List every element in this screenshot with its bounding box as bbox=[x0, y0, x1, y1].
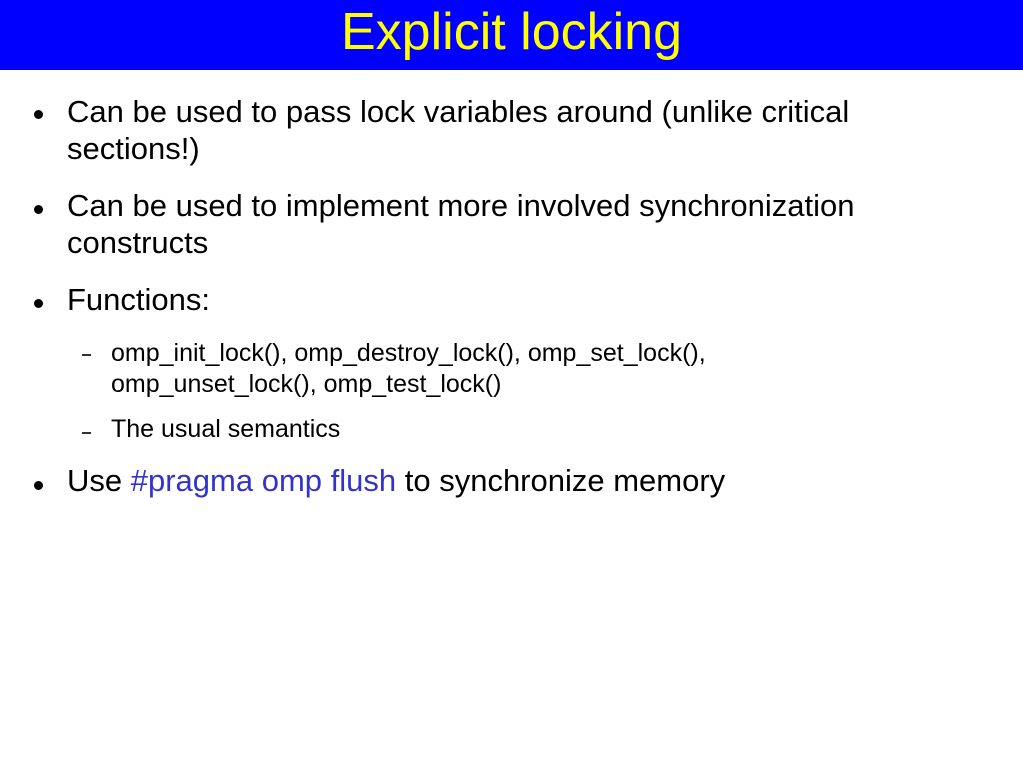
bullet-1-line-1: Can be used to pass lock variables aroun… bbox=[67, 94, 850, 129]
bullet-4-prefix: Use bbox=[67, 463, 131, 498]
bullet-1-line-2: sections!) bbox=[67, 131, 200, 166]
bullet-3: Functions: bbox=[67, 281, 997, 318]
title-bar: Explicit locking bbox=[0, 0, 1023, 70]
dash-icon bbox=[82, 432, 91, 434]
sub-bullet-3-1-line-1: omp_init_lock(), omp_destroy_lock(), omp… bbox=[111, 339, 706, 367]
bullet-2-line-2: constructs bbox=[67, 225, 209, 260]
dash-icon bbox=[82, 354, 91, 356]
sub-bullet-3-2-text: The usual semantics bbox=[111, 415, 341, 443]
sub-bullet-3-2: The usual semantics bbox=[111, 414, 991, 445]
bullet-4: Use #pragma omp flush to synchronize mem… bbox=[67, 462, 997, 499]
bullet-dot-icon bbox=[34, 481, 43, 490]
bullet-2: Can be used to implement more involved s… bbox=[67, 187, 997, 261]
pragma-code: #pragma omp flush bbox=[130, 463, 397, 498]
bullet-4-suffix: to synchronize memory bbox=[396, 463, 726, 498]
bullet-3-text: Functions: bbox=[67, 282, 211, 317]
bullet-dot-icon bbox=[34, 110, 43, 119]
sub-bullet-3-1: omp_init_lock(), omp_destroy_lock(), omp… bbox=[111, 338, 991, 400]
sub-bullet-3-1-line-2: omp_unset_lock(), omp_test_lock() bbox=[111, 370, 502, 398]
bullet-dot-icon bbox=[34, 205, 43, 214]
bullet-2-line-1: Can be used to implement more involved s… bbox=[67, 188, 855, 223]
bullet-1: Can be used to pass lock variables aroun… bbox=[67, 93, 997, 167]
bullet-dot-icon bbox=[34, 299, 43, 308]
slide-title: Explicit locking bbox=[340, 3, 683, 61]
